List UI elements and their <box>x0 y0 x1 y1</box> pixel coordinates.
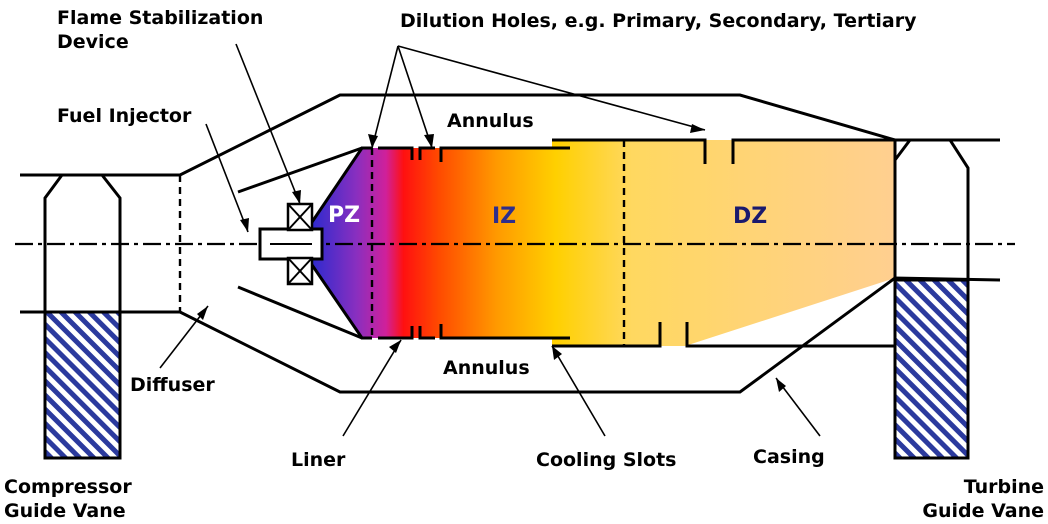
leader-arrowheads <box>197 124 786 392</box>
casing-outer <box>20 93 896 177</box>
compressor-vane-outline <box>43 173 122 312</box>
pz-zone-label: PZ <box>328 203 360 228</box>
annulus-top-label: Annulus <box>447 110 534 132</box>
casing-label: Casing <box>753 446 825 468</box>
compressor-label-1: Compressor <box>4 476 132 498</box>
compressor-vane-hatch <box>43 310 122 460</box>
dilution-holes-label: Dilution Holes, e.g. Primary, Secondary,… <box>400 10 917 32</box>
liner-bottom <box>308 261 1001 348</box>
dz-zone-label: DZ <box>733 204 767 229</box>
turbine-vane-outline <box>893 138 970 278</box>
iz-zone-label: IZ <box>492 204 516 229</box>
flame-stabilization-label-1: Flame Stabilization <box>57 7 263 29</box>
turbine-label-2: Guide Vane <box>922 500 1044 522</box>
casing-outer-bottom <box>20 276 896 394</box>
swirler-top-icon <box>286 202 314 232</box>
fuel-injector-label: Fuel Injector <box>57 105 192 127</box>
liner-top <box>308 138 1000 226</box>
compressor-label-2: Guide Vane <box>4 500 126 522</box>
diffuser-wall-top <box>237 146 363 194</box>
turbine-label-1: Turbine <box>964 476 1044 498</box>
swirler-bottom-icon <box>286 256 314 286</box>
liner-label: Liner <box>291 449 346 471</box>
diffuser-wall-bottom <box>237 285 363 340</box>
annulus-bottom-label: Annulus <box>443 357 530 379</box>
diffuser-label: Diffuser <box>130 374 215 396</box>
cooling-slots-label: Cooling Slots <box>536 449 676 471</box>
flame-stabilization-label-2: Device <box>57 31 129 53</box>
leader-lines <box>159 43 821 437</box>
turbine-vane-hatch <box>893 278 970 460</box>
